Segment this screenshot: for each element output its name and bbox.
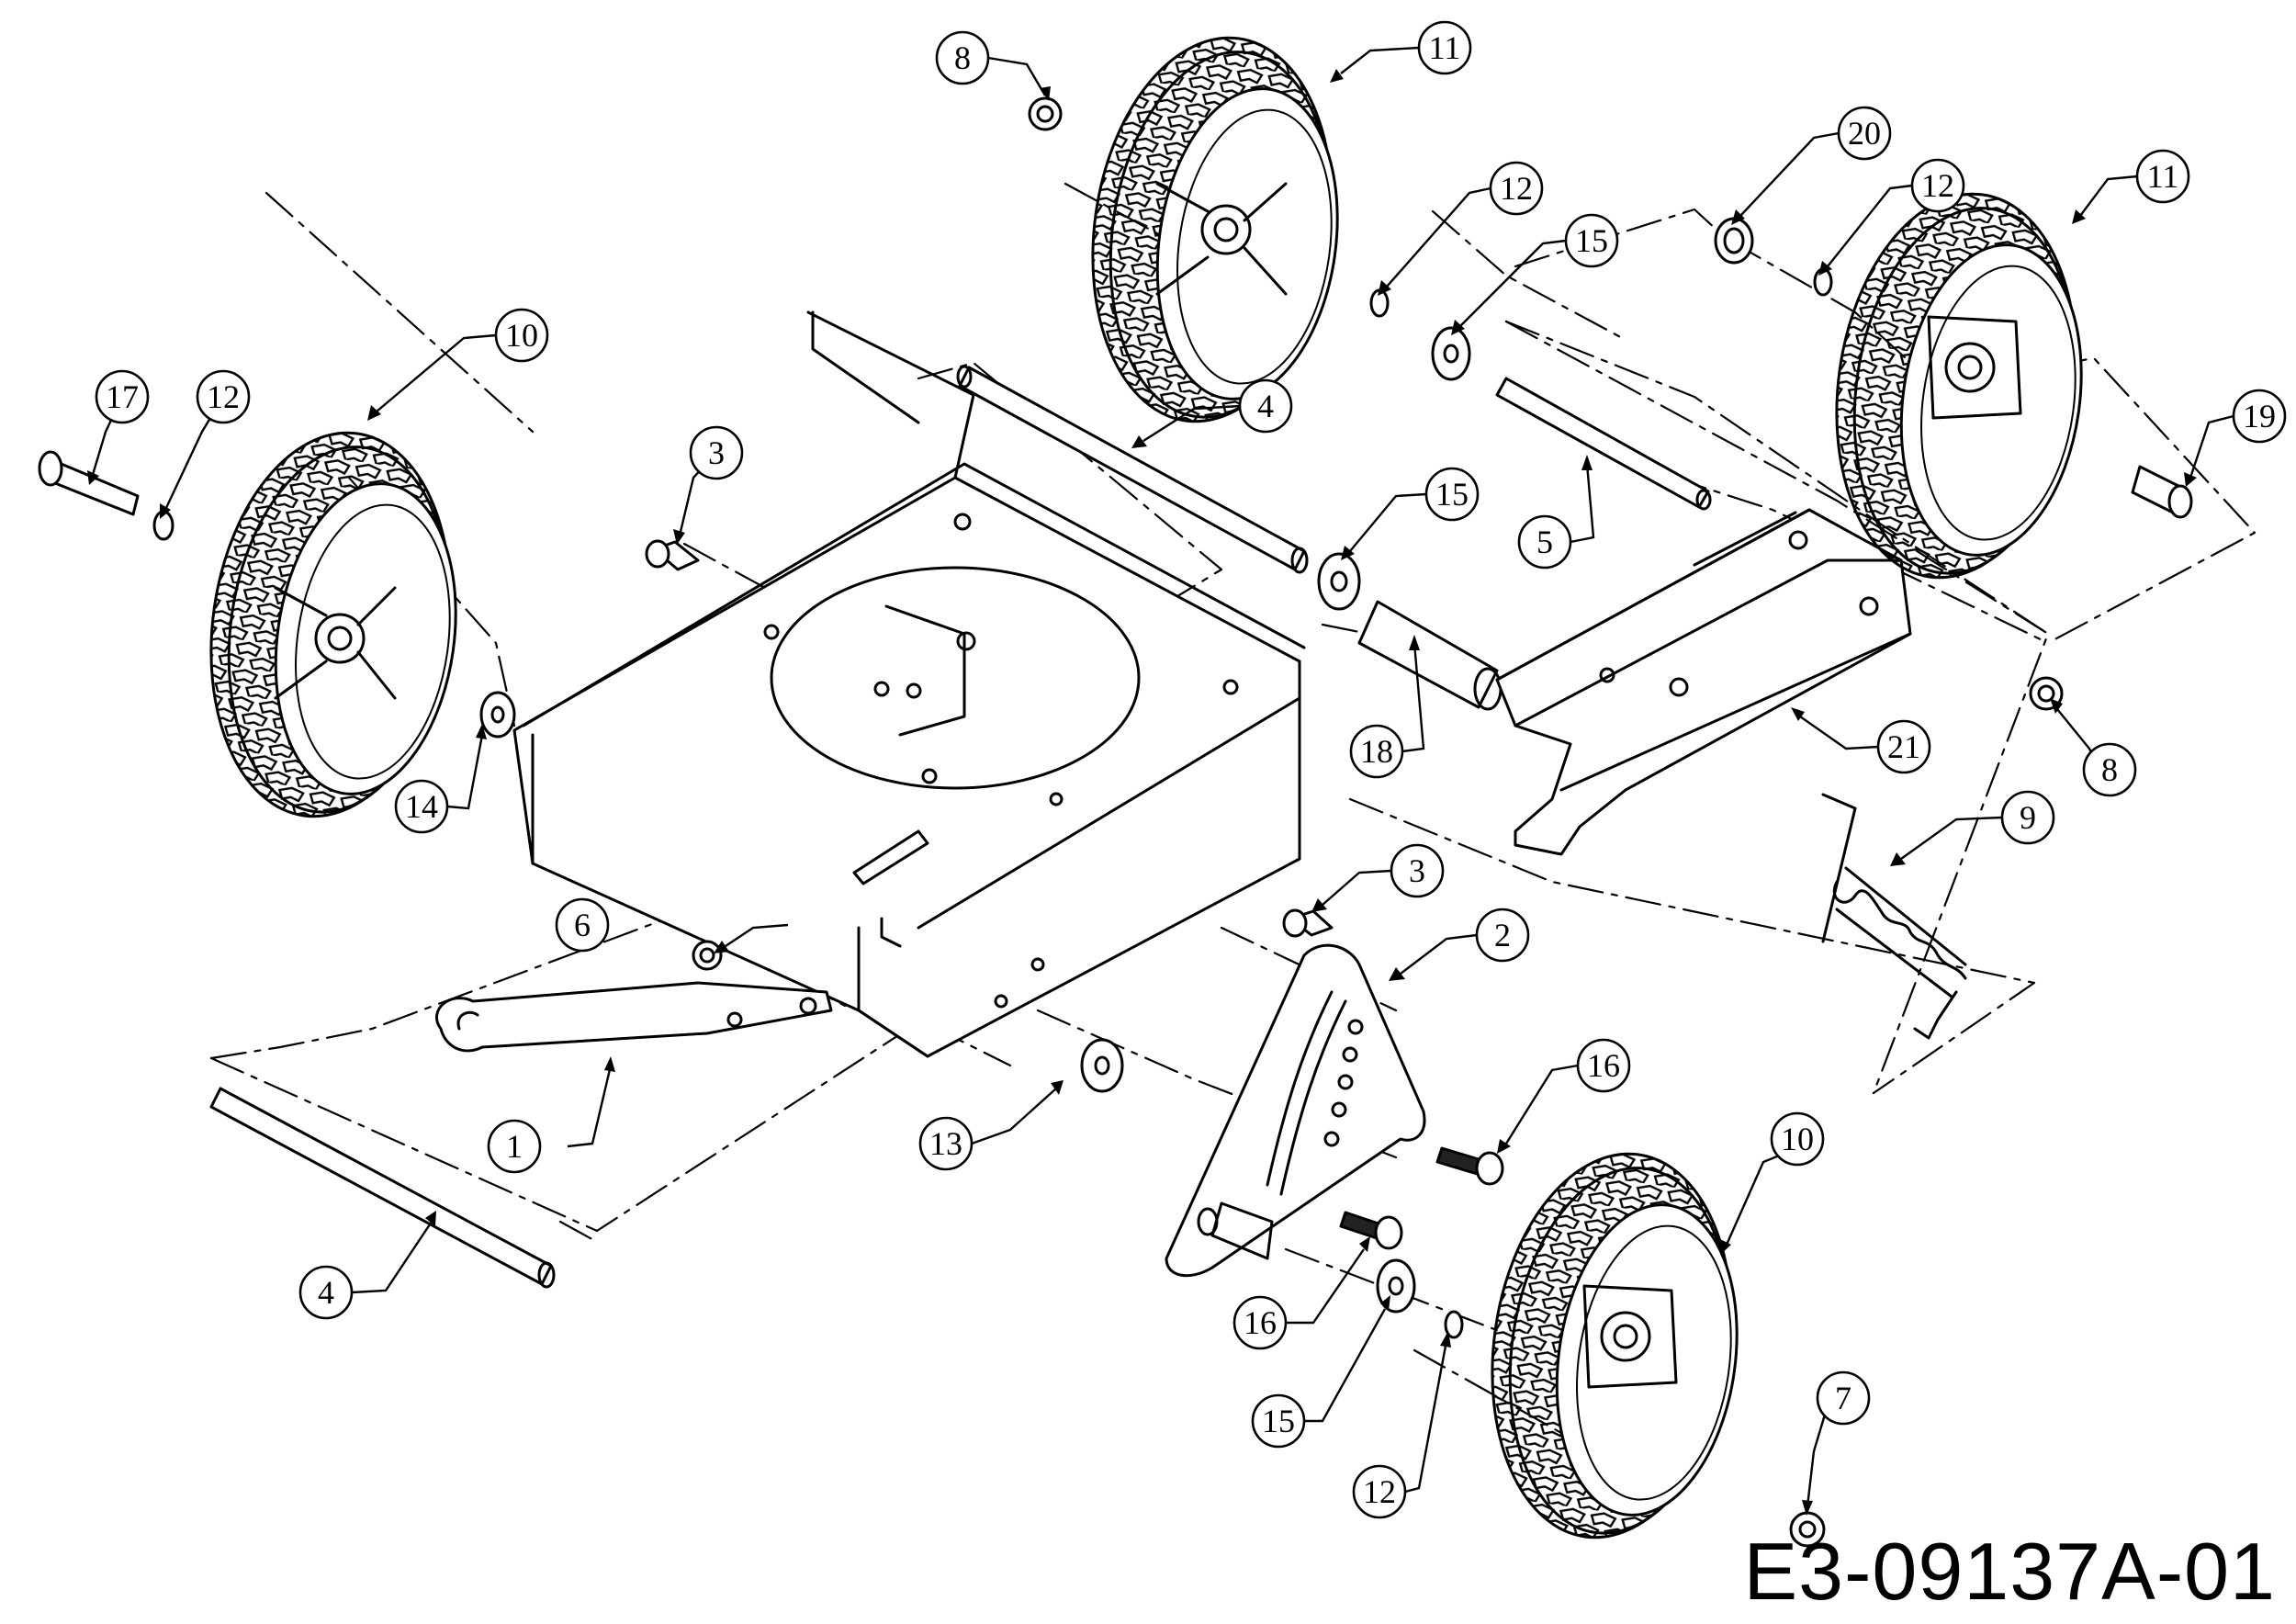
callout-16-bottom: 16 [1232, 1295, 1288, 1350]
callout-15-top: 15 [1564, 213, 1619, 268]
callout-10-bottom: 10 [1770, 1111, 1825, 1167]
callout-18: 18 [1349, 724, 1404, 779]
callout-21: 21 [1876, 719, 1931, 774]
callout-label: 10 [505, 317, 538, 354]
height-lever [434, 981, 833, 1053]
leader-lines [87, 46, 2234, 1516]
callout-label: 13 [929, 1125, 962, 1162]
callout-label: 12 [1500, 170, 1533, 207]
adjuster-plate [1165, 943, 1426, 1278]
callout-12-left: 12 [196, 369, 251, 424]
callout-19: 19 [2232, 389, 2287, 444]
callout-label: 17 [106, 378, 139, 415]
callout-label: 15 [1435, 476, 1469, 513]
spring [1821, 793, 1967, 1040]
drawing-code: E3-09137A-01 [1743, 1526, 2276, 1617]
rear-bracket [1495, 508, 1912, 856]
callout-label: 15 [1262, 1403, 1295, 1439]
callout-label: 15 [1575, 222, 1608, 259]
callout-13: 13 [918, 1116, 974, 1171]
callout-8-right: 8 [2082, 742, 2137, 797]
callout-label: 2 [1494, 917, 1511, 953]
small-hardware [38, 96, 2193, 1548]
wheel-front-left [186, 415, 483, 835]
callout-label: 4 [1257, 388, 1274, 424]
callout-12-right: 12 [1910, 158, 1965, 213]
callout-label: 10 [1781, 1121, 1814, 1157]
callout-16-right: 16 [1576, 1038, 1631, 1093]
callout-label: 8 [2101, 751, 2118, 788]
callout-12-bottom: 12 [1352, 1464, 1407, 1519]
callout-11-top: 11 [1417, 20, 1472, 75]
callout-label: 4 [318, 1274, 334, 1311]
callout-6: 6 [555, 897, 610, 953]
callout-label: 11 [1429, 29, 1461, 66]
callout-label: 5 [1536, 524, 1553, 560]
callout-label: 3 [708, 434, 725, 471]
callout-label: 20 [1848, 115, 1881, 152]
callout-label: 12 [207, 378, 240, 415]
callout-10-left: 10 [494, 308, 549, 363]
callout-15-bottom: 15 [1251, 1393, 1306, 1449]
callout-label: 18 [1360, 733, 1393, 770]
callout-label: 11 [2147, 158, 2179, 195]
callout-20: 20 [1837, 106, 1892, 161]
callout-4-bottom: 4 [298, 1265, 354, 1320]
callout-label: 8 [954, 39, 971, 76]
callout-7: 7 [1816, 1370, 1871, 1426]
callout-14: 14 [394, 779, 449, 834]
callout-17: 17 [95, 369, 150, 424]
callout-5: 5 [1517, 514, 1572, 570]
wheel-top-center [1067, 20, 1365, 440]
callout-label: 1 [506, 1128, 523, 1165]
callout-label: 9 [2020, 799, 2036, 836]
axle-rods [209, 365, 1712, 1289]
wheel-top-right [1811, 176, 2109, 596]
callout-label: 21 [1887, 728, 1920, 765]
callout-8-top: 8 [935, 30, 990, 85]
callout-4-top: 4 [1238, 378, 1293, 434]
callout-1: 1 [487, 1119, 542, 1174]
callout-label: 16 [1587, 1047, 1620, 1084]
callout-label: 6 [574, 907, 591, 943]
wheel-bottom-right [1467, 1136, 1764, 1556]
callout-3-top: 3 [689, 425, 744, 480]
deck-plate [512, 310, 1306, 1058]
callout-label: 7 [1835, 1380, 1851, 1416]
callout-2: 2 [1475, 908, 1530, 963]
callout-11-right: 11 [2135, 149, 2190, 204]
callout-3-mid: 3 [1390, 843, 1445, 898]
callout-label: 12 [1363, 1473, 1396, 1510]
callout-label: 16 [1244, 1304, 1277, 1341]
callout-15-mid: 15 [1424, 467, 1480, 522]
callout-label: 3 [1409, 852, 1425, 889]
callout-label: 14 [405, 788, 438, 825]
callout-label: 19 [2243, 398, 2276, 434]
callout-9: 9 [2000, 790, 2055, 845]
callout-label: 12 [1921, 167, 1954, 204]
callout-12-top: 12 [1489, 161, 1544, 216]
